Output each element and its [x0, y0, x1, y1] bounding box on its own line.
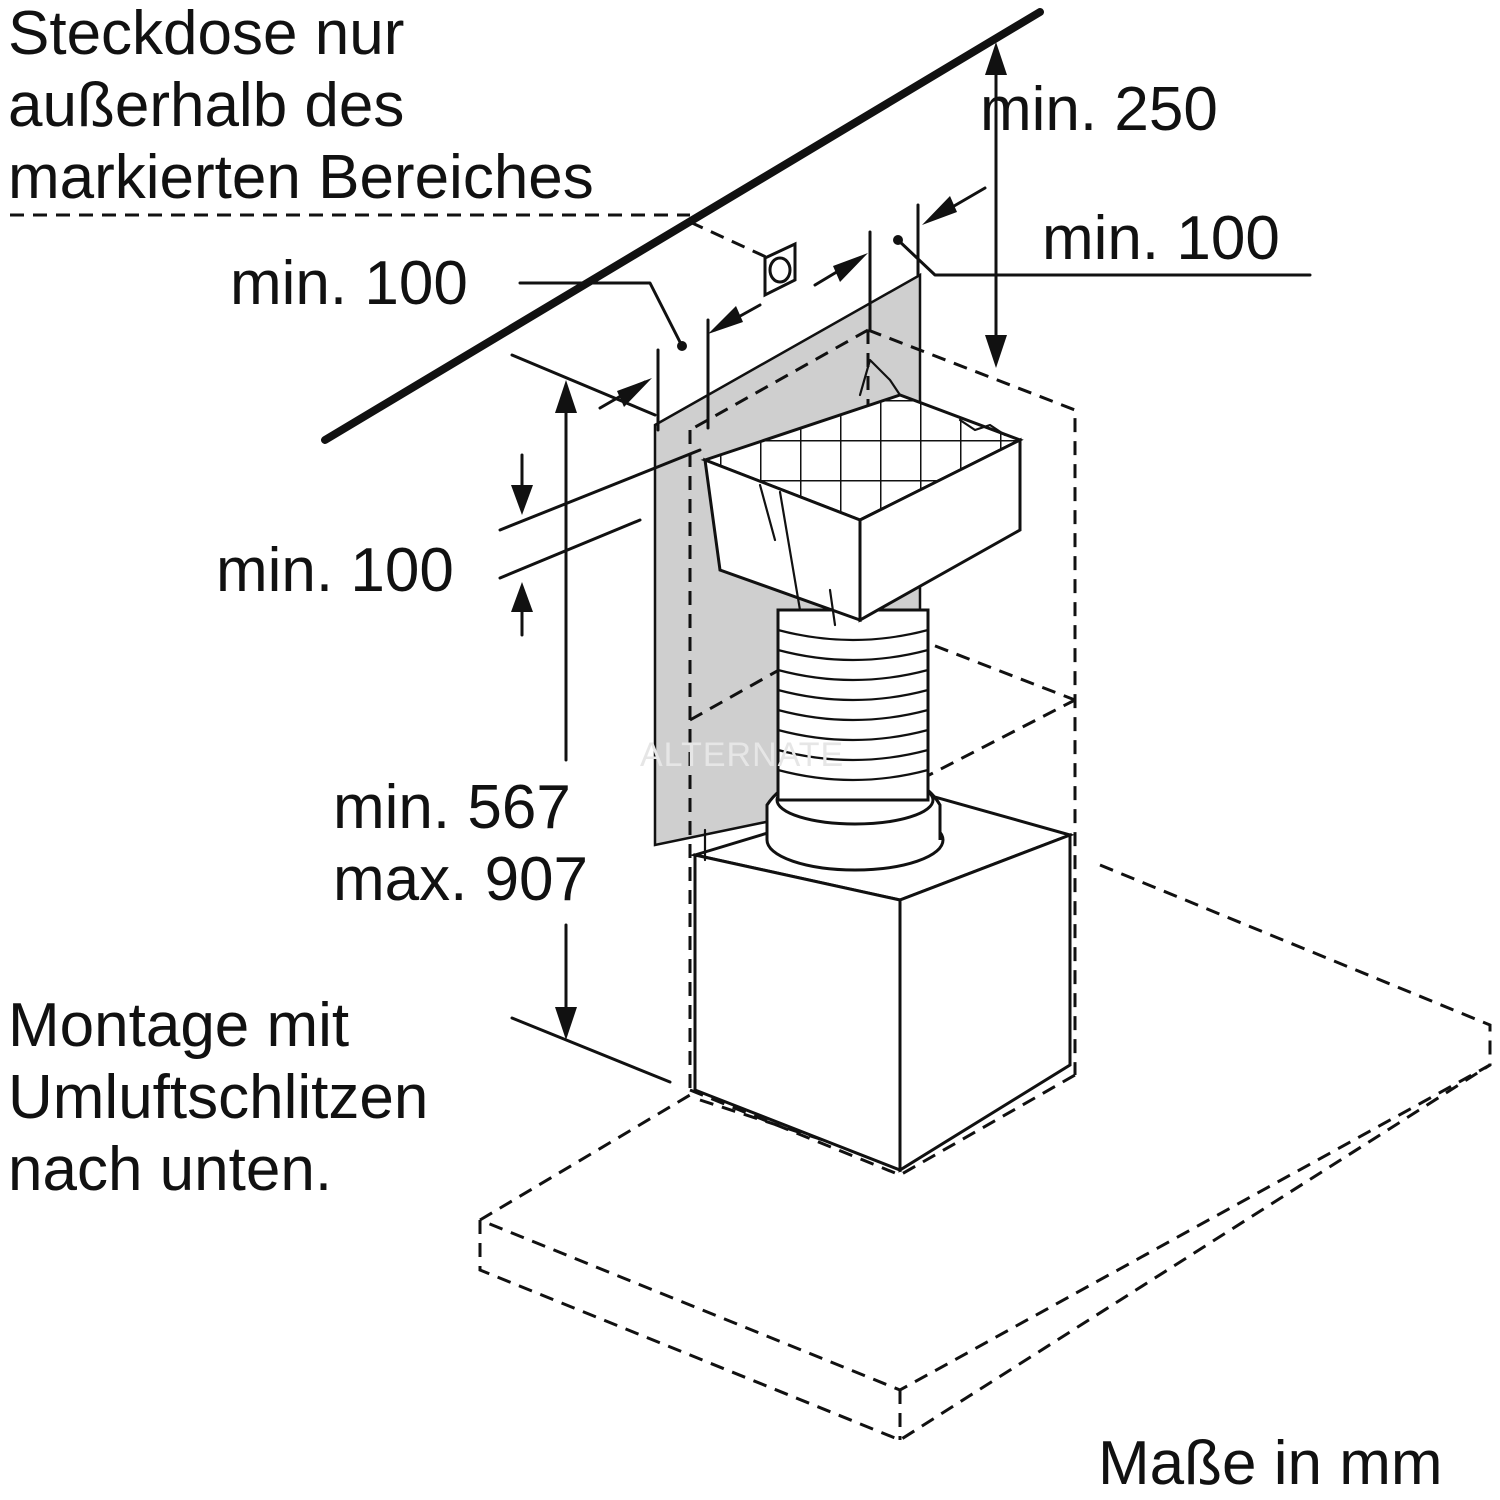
dim-height-max: max. 907 — [333, 845, 589, 914]
dim-height-min: min. 567 — [333, 773, 571, 842]
dim-height-label: min. 567 max. 907 — [333, 772, 588, 916]
socket-icon — [763, 241, 797, 298]
dimension-min-100-left — [518, 281, 710, 432]
mounting-note-line-2: Umluftschlitzen — [8, 1063, 429, 1132]
socket-note: Steckdose nur außerhalb des markierten B… — [8, 0, 594, 214]
dim-right-100-label: min. 100 — [1042, 204, 1280, 273]
flexible-duct — [776, 608, 930, 802]
hood-canopy-dashed — [478, 863, 1492, 1442]
mounting-note-line-3: nach unten. — [8, 1135, 333, 1204]
carbon-filter-module — [700, 358, 1024, 627]
dim-vertical-100-label: min. 100 — [216, 536, 454, 605]
watermark: ALTERNATE — [640, 736, 845, 774]
dim-top-250-label: min. 250 — [980, 75, 1218, 144]
mounting-note-line-1: Montage mit — [8, 991, 350, 1060]
mounting-note: Montage mit Umluftschlitzen nach unten. — [8, 990, 428, 1206]
dimension-height — [510, 380, 672, 1084]
dimension-min-100-right — [708, 186, 1312, 334]
dim-left-100-label: min. 100 — [230, 249, 468, 318]
dimension-min-250 — [985, 42, 1007, 368]
units-label: Maße in mm — [1098, 1429, 1443, 1498]
motor-housing — [689, 788, 1075, 1173]
socket-note-line-2: außerhalb des — [8, 71, 405, 140]
socket-note-line-3: markierten Bereiches — [8, 143, 594, 212]
dimension-min-100-vertical — [498, 353, 702, 637]
ceiling-line — [321, 8, 1044, 444]
socket-note-leader — [689, 220, 791, 270]
socket-note-line-1: Steckdose nur — [8, 0, 405, 68]
